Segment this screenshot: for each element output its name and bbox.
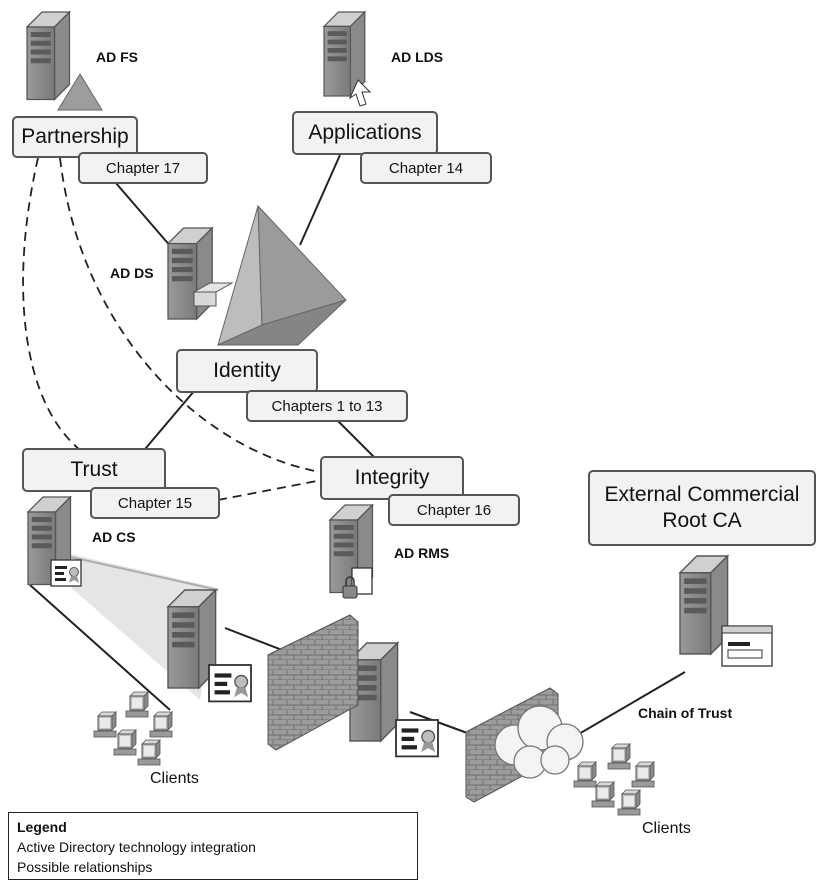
certificate-icon	[395, 719, 439, 758]
integrity-chapter: Chapter 16	[416, 501, 492, 519]
legend-dashed-label: Possible relationships	[17, 859, 153, 875]
external-root-ca-line1: External Commercial	[604, 483, 800, 506]
certificate-icon	[50, 559, 82, 587]
trust-chapter-box: Chapter 15	[90, 487, 220, 519]
certificate-icon	[208, 664, 252, 703]
chain-of-trust-label: Chain of Trust	[638, 705, 733, 721]
applications-chapter: Chapter 14	[388, 159, 464, 177]
external-root-ca-box: External Commercial Root CA	[588, 470, 816, 546]
trust-chapter: Chapter 15	[117, 494, 193, 512]
integrity-chapter-box: Chapter 16	[388, 494, 520, 526]
ad-fs-pyramid-icon	[57, 73, 103, 111]
ad-cs-label: AD CS	[92, 529, 136, 545]
possible-relationship-lines	[22, 157, 323, 501]
integrity-box: Integrity	[320, 456, 464, 500]
ad-ds-label: AD DS	[110, 265, 154, 281]
identity-title: Identity	[213, 359, 281, 382]
partnership-chapter: Chapter 17	[105, 159, 181, 177]
partnership-box: Partnership	[12, 116, 138, 158]
clients-right-label: Clients	[642, 820, 691, 837]
legend-title: Legend	[17, 819, 67, 835]
legend-solid-label: Active Directory technology integration	[17, 839, 256, 855]
internet-cloud-icon	[494, 705, 584, 779]
client-computers-left	[93, 691, 173, 766]
identity-box: Identity	[176, 349, 318, 393]
integrity-title: Integrity	[354, 466, 430, 489]
identity-chapter-box: Chapters 1 to 13	[246, 390, 408, 422]
ad-lds-label: AD LDS	[391, 49, 444, 65]
ad-fs-server-icon	[26, 11, 71, 101]
trust-title: Trust	[70, 458, 118, 481]
rights-document-icon	[342, 567, 373, 599]
external-root-ca-line2: Root CA	[662, 509, 742, 532]
legend: Legend Active Directory technology integ…	[8, 812, 418, 880]
ad-fs-label: AD FS	[96, 49, 138, 65]
applications-title: Applications	[308, 121, 422, 144]
identity-chapter: Chapters 1 to 13	[271, 397, 383, 415]
pointer-icon	[348, 79, 372, 107]
partnership-chapter-box: Chapter 17	[78, 152, 208, 184]
clients-left-label: Clients	[150, 770, 199, 787]
ad-ds-pyramid-icon	[217, 204, 347, 346]
certificate-window-icon	[721, 625, 773, 667]
root-ca-server-icon	[679, 555, 729, 655]
ad-rms-label: AD RMS	[394, 545, 450, 561]
applications-box: Applications	[292, 111, 438, 155]
applications-chapter-box: Chapter 14	[360, 152, 492, 184]
firewall-icon	[267, 614, 359, 751]
trust-box: Trust	[22, 448, 166, 492]
client-computers-right	[573, 743, 655, 816]
partnership-title: Partnership	[21, 125, 129, 148]
